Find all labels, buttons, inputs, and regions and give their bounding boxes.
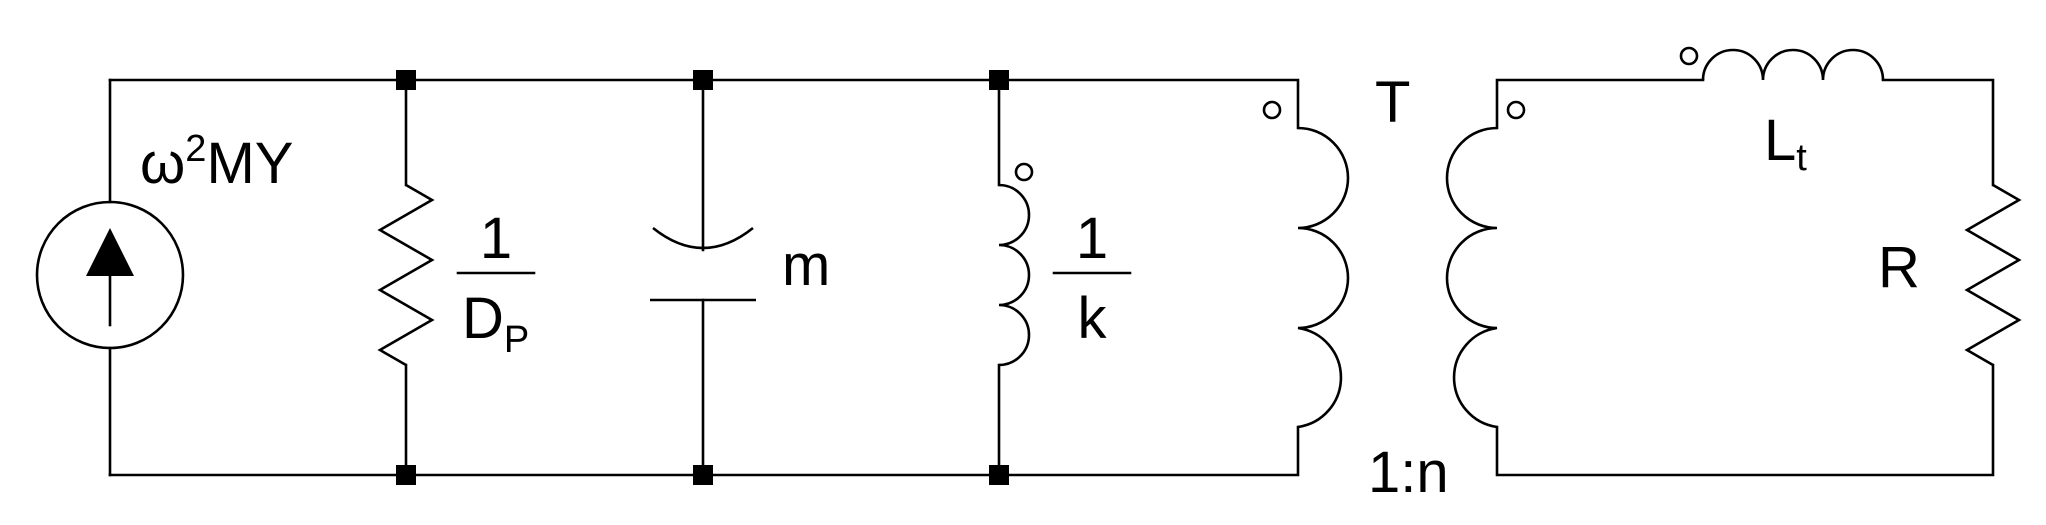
series-inductor-polarity-dot bbox=[1679, 46, 1699, 66]
parallel-inductor bbox=[997, 78, 1034, 477]
secondary-polarity-dot bbox=[1506, 100, 1526, 120]
load-label: R bbox=[1878, 235, 1920, 300]
load-resistor bbox=[1964, 183, 2022, 367]
resistor-label-den-main: D bbox=[462, 286, 504, 351]
secondary-bottom-wire bbox=[1495, 363, 1995, 477]
turns-ratio-label: 1:n bbox=[1368, 440, 1449, 505]
primary-wires bbox=[108, 78, 1300, 477]
series-inductor-label: Lt bbox=[1764, 108, 1807, 179]
transformer-label: T bbox=[1375, 70, 1410, 135]
resistor-zigzag bbox=[377, 183, 435, 367]
inductor-polarity-dot bbox=[1014, 162, 1034, 182]
node-bottom-resistor bbox=[396, 465, 416, 485]
current-source bbox=[35, 200, 185, 350]
source-label-exponent: 2 bbox=[185, 128, 206, 170]
secondary-top-wire bbox=[1495, 78, 1705, 130]
parallel-resistor bbox=[377, 78, 435, 477]
inductor-label-numerator: 1 bbox=[1076, 206, 1108, 271]
transformer-primary-coil bbox=[1297, 126, 1350, 429]
resistor-label-den-sub: P bbox=[504, 319, 529, 361]
capacitor bbox=[650, 78, 756, 477]
source-label-rest: MY bbox=[206, 131, 293, 196]
inductor-label-denominator: k bbox=[1078, 286, 1108, 351]
bottom-rail bbox=[108, 425, 1300, 477]
inductor-coil bbox=[998, 183, 1031, 367]
source-label: ω2MY bbox=[140, 128, 293, 196]
resistor-label-denominator: DP bbox=[462, 286, 529, 361]
series-inductor-label-sub: t bbox=[1796, 137, 1807, 179]
node-top-resistor bbox=[396, 70, 416, 90]
source-label-text: ω2MY bbox=[140, 128, 293, 196]
transformer-secondary-coil bbox=[1445, 126, 1498, 429]
load-resistor-zigzag bbox=[1964, 183, 2022, 367]
series-inductor-label-main: L bbox=[1764, 108, 1796, 173]
transformer-primary bbox=[1262, 100, 1350, 429]
current-source-arrow-head bbox=[86, 228, 134, 276]
series-inductor bbox=[1679, 46, 1995, 187]
transformer-secondary bbox=[1445, 78, 1995, 477]
inductor-label: 1 k bbox=[1052, 206, 1132, 351]
node-bottom-inductor bbox=[989, 465, 1009, 485]
current-source-circle bbox=[35, 200, 185, 350]
resistor-label: 1 DP bbox=[456, 206, 536, 361]
node-top-capacitor bbox=[693, 70, 713, 90]
primary-polarity-dot bbox=[1262, 100, 1282, 120]
capacitor-label: m bbox=[782, 233, 830, 298]
junction-nodes bbox=[396, 70, 1009, 485]
capacitor-curved-plate bbox=[652, 226, 754, 250]
source-label-omega: ω bbox=[140, 131, 185, 196]
resistor-label-numerator: 1 bbox=[480, 206, 512, 271]
top-rail bbox=[108, 78, 1300, 130]
node-top-inductor bbox=[989, 70, 1009, 90]
series-inductor-coil bbox=[1701, 48, 1885, 81]
series-to-load-wire bbox=[1881, 78, 1995, 187]
node-bottom-capacitor bbox=[693, 465, 713, 485]
